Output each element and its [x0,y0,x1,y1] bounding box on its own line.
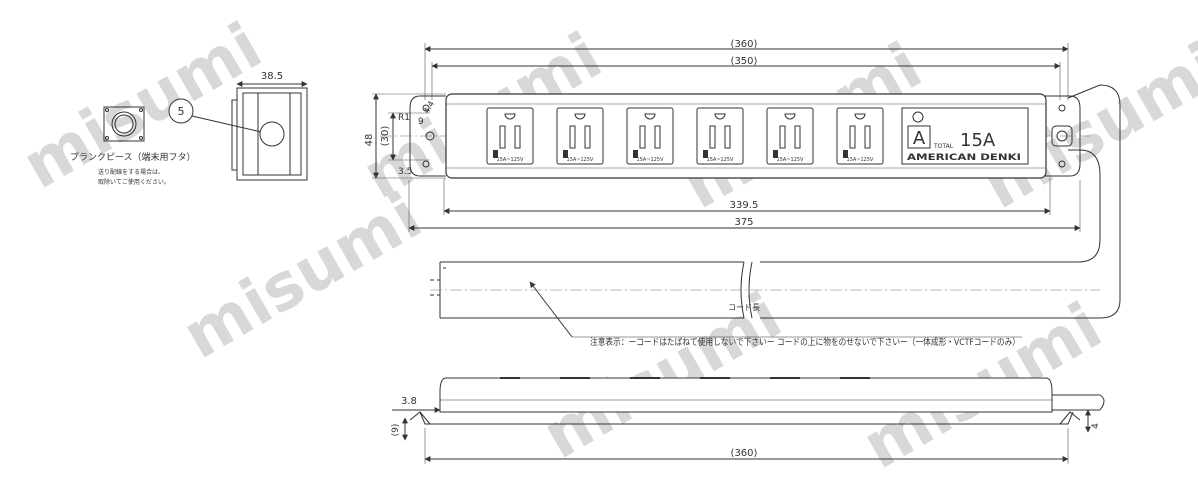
left-bracket [409,95,446,177]
dim-350-label: (350) [731,56,758,67]
dim-4-label: 4 [1091,423,1101,429]
outlet-rating: 15A~125V [497,157,525,163]
dim-375-label: 375 [734,217,753,228]
logo-letter: A [913,128,926,149]
outlet: 15A~125V [766,107,814,165]
dim-4: 4 [1085,409,1101,433]
outlet: 15A~125V [486,107,534,165]
outlet: 15A~125V [696,107,744,165]
caution-text: 注意表示：ーコードはたばねて使用しないで下さいー コードの上に物をのせないで下さ… [590,336,1020,348]
logo-total: TOTAL [933,143,954,150]
blank-piece-label: ブランクピース（端末用フタ） [70,151,196,163]
label-9: 9 [418,117,424,127]
outlet-rating: 15A~125V [707,157,735,163]
right-bracket [1045,95,1081,177]
dim-3-8: 3.8 [392,396,441,413]
dim-48: 48 [364,93,446,179]
dim-3-8-label: 3.8 [401,396,417,407]
blank-piece-view [103,106,145,142]
dim-339-5: 339.5 [443,178,1051,215]
watermarks: misumi misumi misumi misumi misumi misum… [11,9,1198,484]
outlets: 15A~125V 15A~125V 15A~125V 15A~125V [486,107,884,165]
dim-9-label: (9) [391,424,401,437]
dim-360-bottom-label: (360) [731,448,758,459]
outlet-rating: 15A~125V [567,157,595,163]
blank-piece-note-1: 送り配線をする場合は、 [98,168,164,176]
outlet: 15A~125V [836,107,884,165]
logo-plate: A TOTAL 15A AMERICAN DENKI [901,107,1029,165]
outlet-rating: 15A~125V [637,157,665,163]
dim-339-5-label: 339.5 [730,200,759,211]
dim-9: (9) [391,417,408,441]
cord-length-label: コード長 [728,303,760,312]
outlet: 15A~125V [556,107,604,165]
outlet: 15A~125V [626,107,674,165]
side-view [409,377,1105,425]
cord [430,84,1121,319]
balloon-number: 5 [178,105,185,118]
watermark-text: misumi [171,179,434,374]
dim-375: 375 [408,180,1081,232]
outlet-rating: 15A~125V [847,157,875,163]
dim-360-bottom: (360) [424,428,1069,464]
dim-38-5-label: 38.5 [261,71,283,82]
dim-360-label: (360) [731,39,758,50]
brand-name: AMERICAN DENKI [907,153,1021,163]
radius-label: R1 [398,113,410,123]
label-3-5: 3.5 [398,167,412,177]
balloon-5: 5 [168,98,271,135]
dim-38-5: 38.5 [236,71,308,87]
logo-amp: 15A [960,130,996,151]
end-view [231,87,308,181]
dim-48-label: 48 [364,134,375,147]
outlet-rating: 15A~125V [777,157,805,163]
dim-360-top: (360) [424,39,1069,100]
blank-piece-note-2: 取除いてご使用ください。 [98,178,170,186]
caution-leader [529,281,573,338]
dim-350: (350) [431,56,1061,100]
